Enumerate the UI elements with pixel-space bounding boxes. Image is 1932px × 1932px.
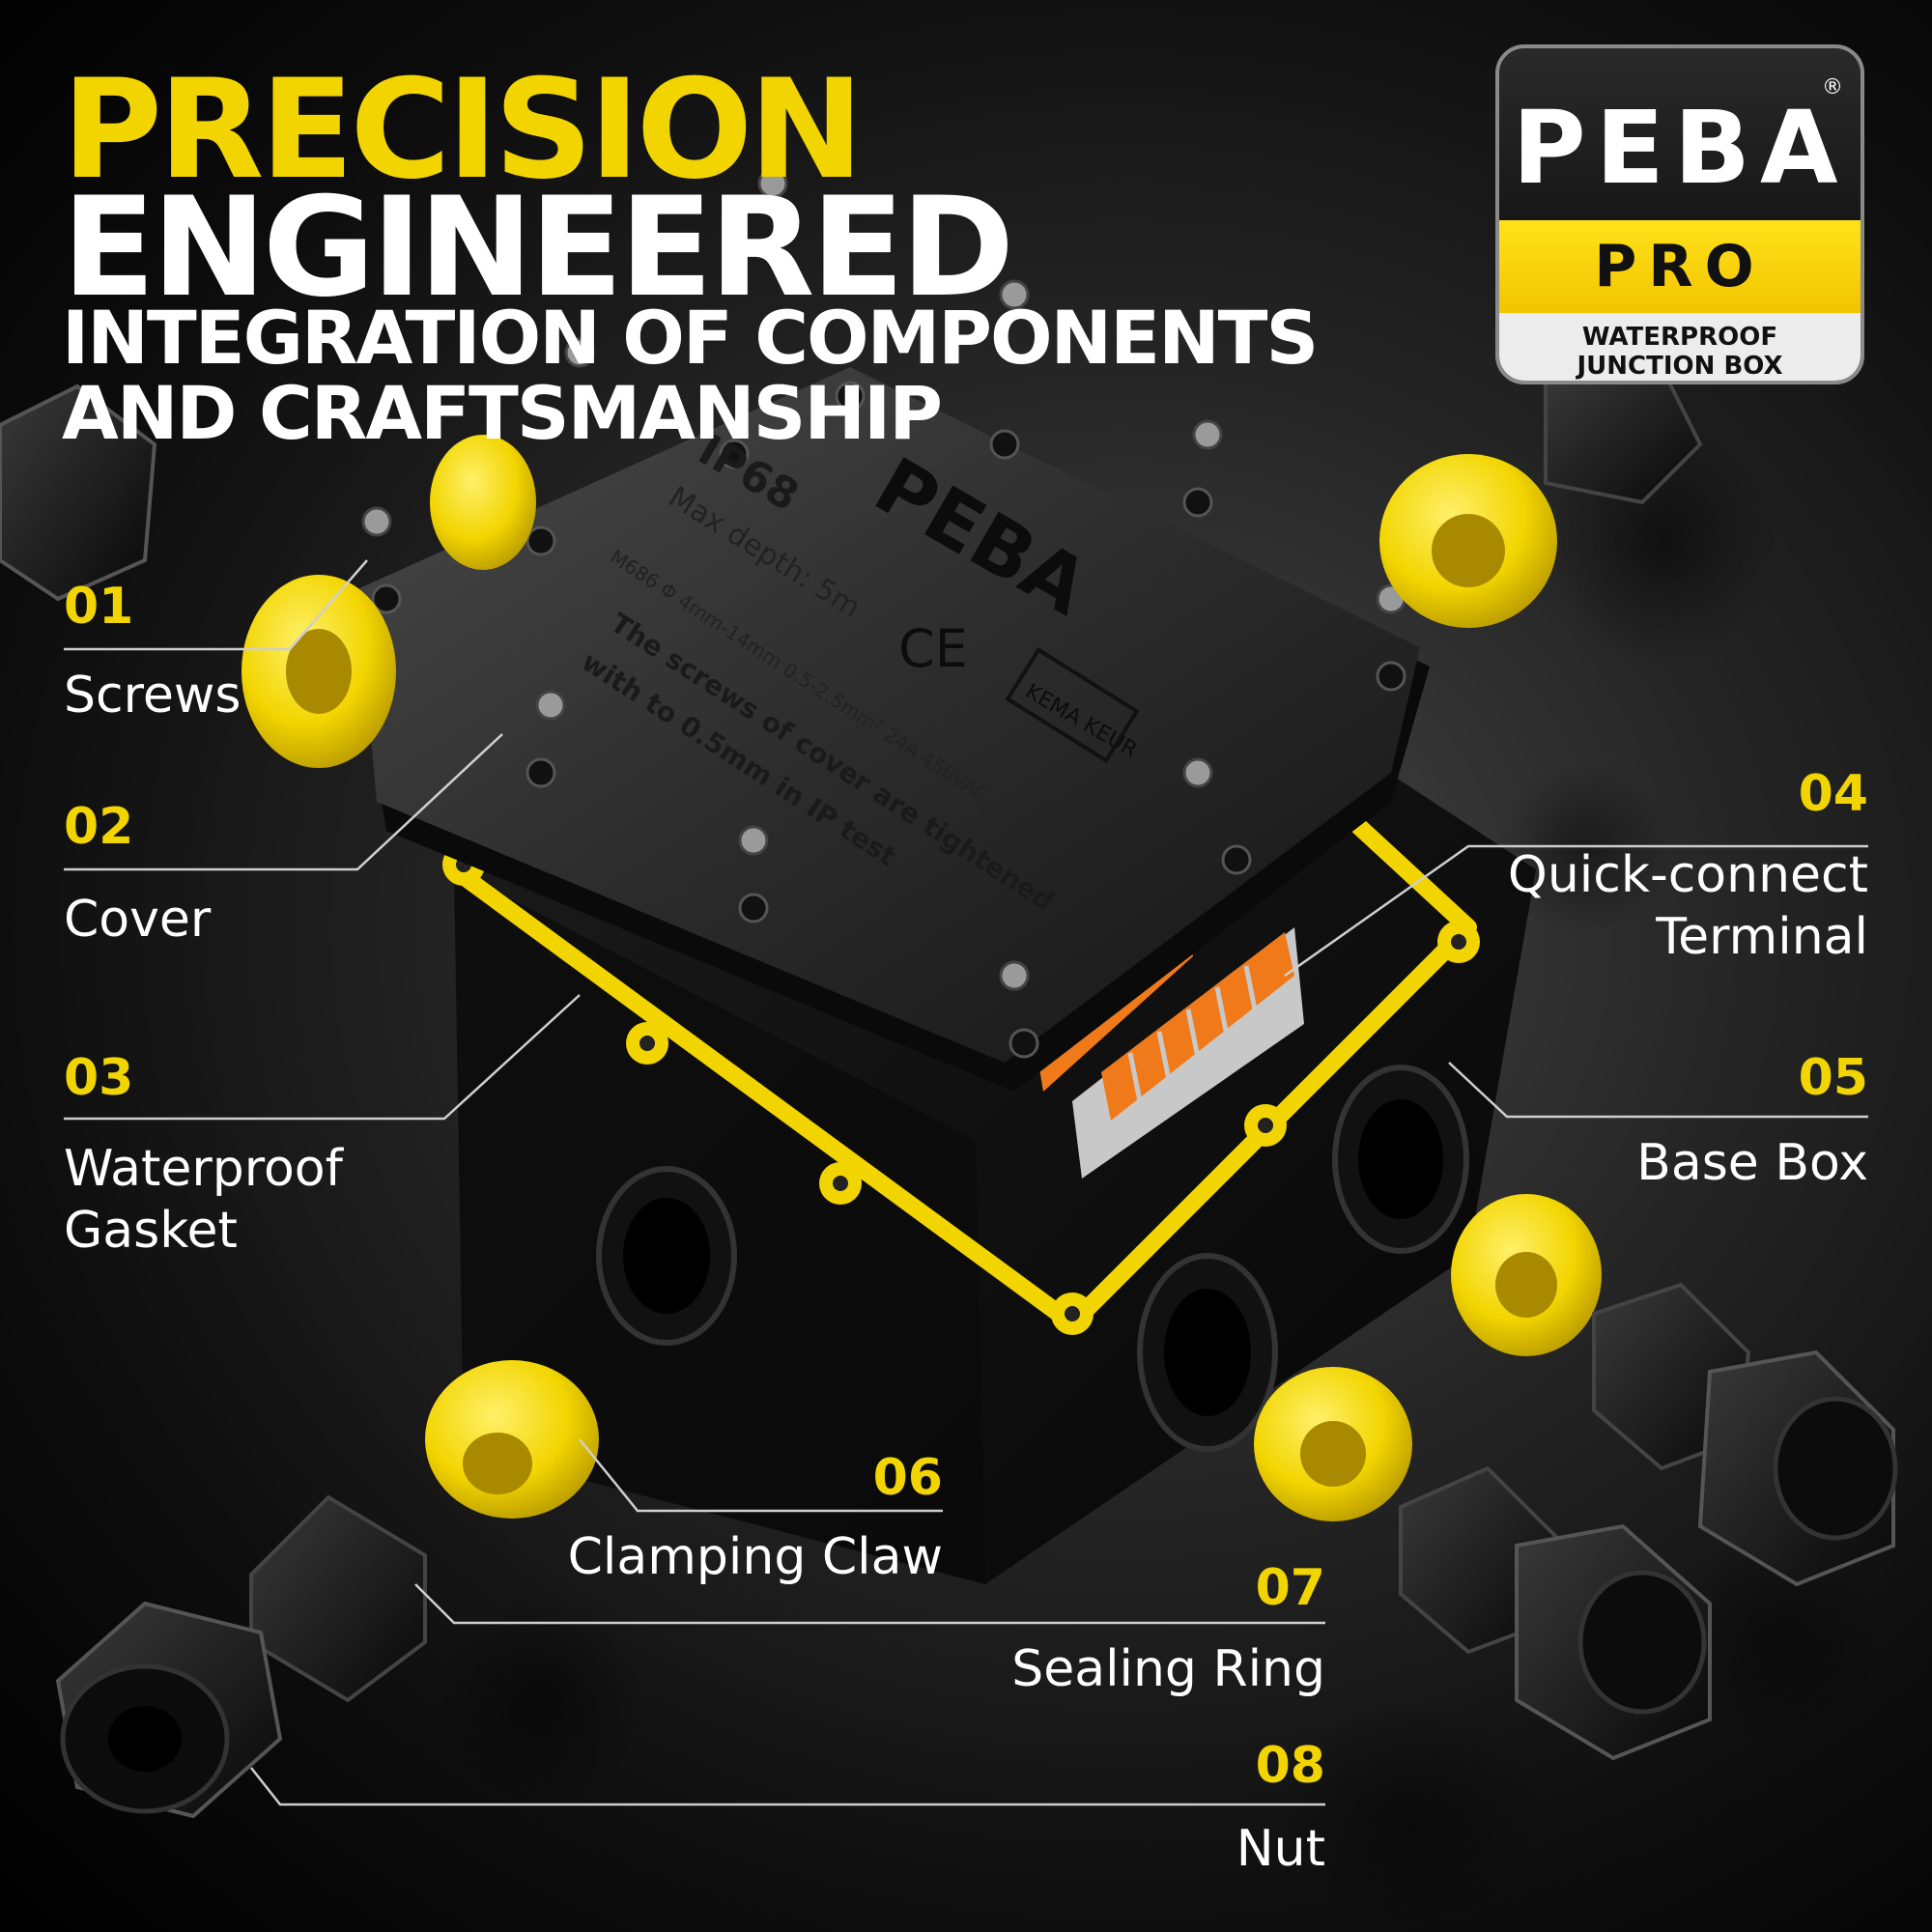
clamping-claw [1451, 1194, 1602, 1356]
quick-connect-terminal [1072, 927, 1304, 1179]
bokeh-blob [1497, 763, 1671, 937]
headline-line-1: PRECISION [62, 50, 864, 210]
part-number-08: 08 [1255, 1737, 1325, 1795]
clamping-claw [242, 575, 396, 768]
sealing-ring [249, 1494, 427, 1703]
part-label-clamping-claw: Clamping Claw [567, 1528, 943, 1586]
nut [1515, 1523, 1712, 1761]
clamping-claw [1379, 454, 1557, 628]
headline-line-3: INTEGRATION OF COMPONENTS [62, 295, 1319, 381]
badge-product-line-1: WATERPROOF [1581, 323, 1778, 352]
part-label-sealing-ring: Sealing Ring [1011, 1640, 1325, 1698]
badge-product-line-2: JUNCTION BOX [1577, 352, 1783, 381]
bokeh-blob [1275, 1700, 1546, 1932]
clamping-claw [425, 1360, 599, 1519]
nut [55, 1601, 283, 1819]
nut [1697, 1350, 1898, 1587]
nut [0, 384, 157, 602]
badge-product-name: WATERPROOF JUNCTION BOX [1499, 313, 1861, 381]
bokeh-blob [1671, 1536, 1884, 1748]
leader-line-gasket [64, 994, 581, 1121]
clamping-claw [430, 435, 536, 570]
ce-mark: CE [898, 618, 968, 679]
threaded-port [1137, 1253, 1278, 1452]
leader-line-clamping-claw [579, 1438, 943, 1513]
part-number-03: 03 [64, 1049, 134, 1107]
registered-mark: ® [1822, 75, 1843, 99]
badge-brand-logo: PEBA [1512, 89, 1848, 207]
threaded-port [1332, 1065, 1469, 1254]
headline-line-2: ENGINEERED [62, 168, 1014, 327]
screw [361, 168, 1406, 991]
cover-lid [348, 367, 1430, 1092]
part-label-nut: Nut [1236, 1820, 1325, 1878]
brand-badge: PEBA ® PRO WATERPROOF JUNCTION BOX [1495, 44, 1864, 384]
part-number-07: 07 [1255, 1559, 1325, 1617]
part-label-cover: Cover [64, 891, 212, 949]
part-number-02: 02 [64, 798, 134, 856]
part-label-screws: Screws [64, 667, 242, 724]
part-number-01: 01 [64, 578, 134, 636]
threaded-port [596, 1166, 737, 1346]
headline-line-4: AND CRAFTSMANSHIP [62, 370, 943, 456]
part-label-gasket-2: Gasket [64, 1202, 238, 1260]
badge-tier: PRO [1499, 220, 1861, 313]
part-number-04: 04 [1798, 765, 1868, 823]
leader-line-base-box [1448, 1062, 1868, 1119]
part-label-gasket-1: Waterproof [64, 1140, 343, 1198]
leader-line-nut [250, 1767, 1325, 1806]
bokeh-blob [435, 1594, 647, 1806]
leader-line-sealing-ring [414, 1583, 1325, 1625]
leader-line-terminal [1284, 844, 1868, 978]
part-label-base-box: Base Box [1636, 1134, 1868, 1192]
part-label-terminal-2: Terminal [1656, 908, 1868, 966]
clamping-claw [1254, 1367, 1412, 1521]
leader-line-cover [64, 733, 503, 871]
part-number-05: 05 [1798, 1049, 1868, 1107]
part-number-06: 06 [872, 1449, 943, 1507]
leader-line-screws [64, 559, 368, 651]
part-label-terminal-1: Quick-connect [1507, 846, 1868, 904]
